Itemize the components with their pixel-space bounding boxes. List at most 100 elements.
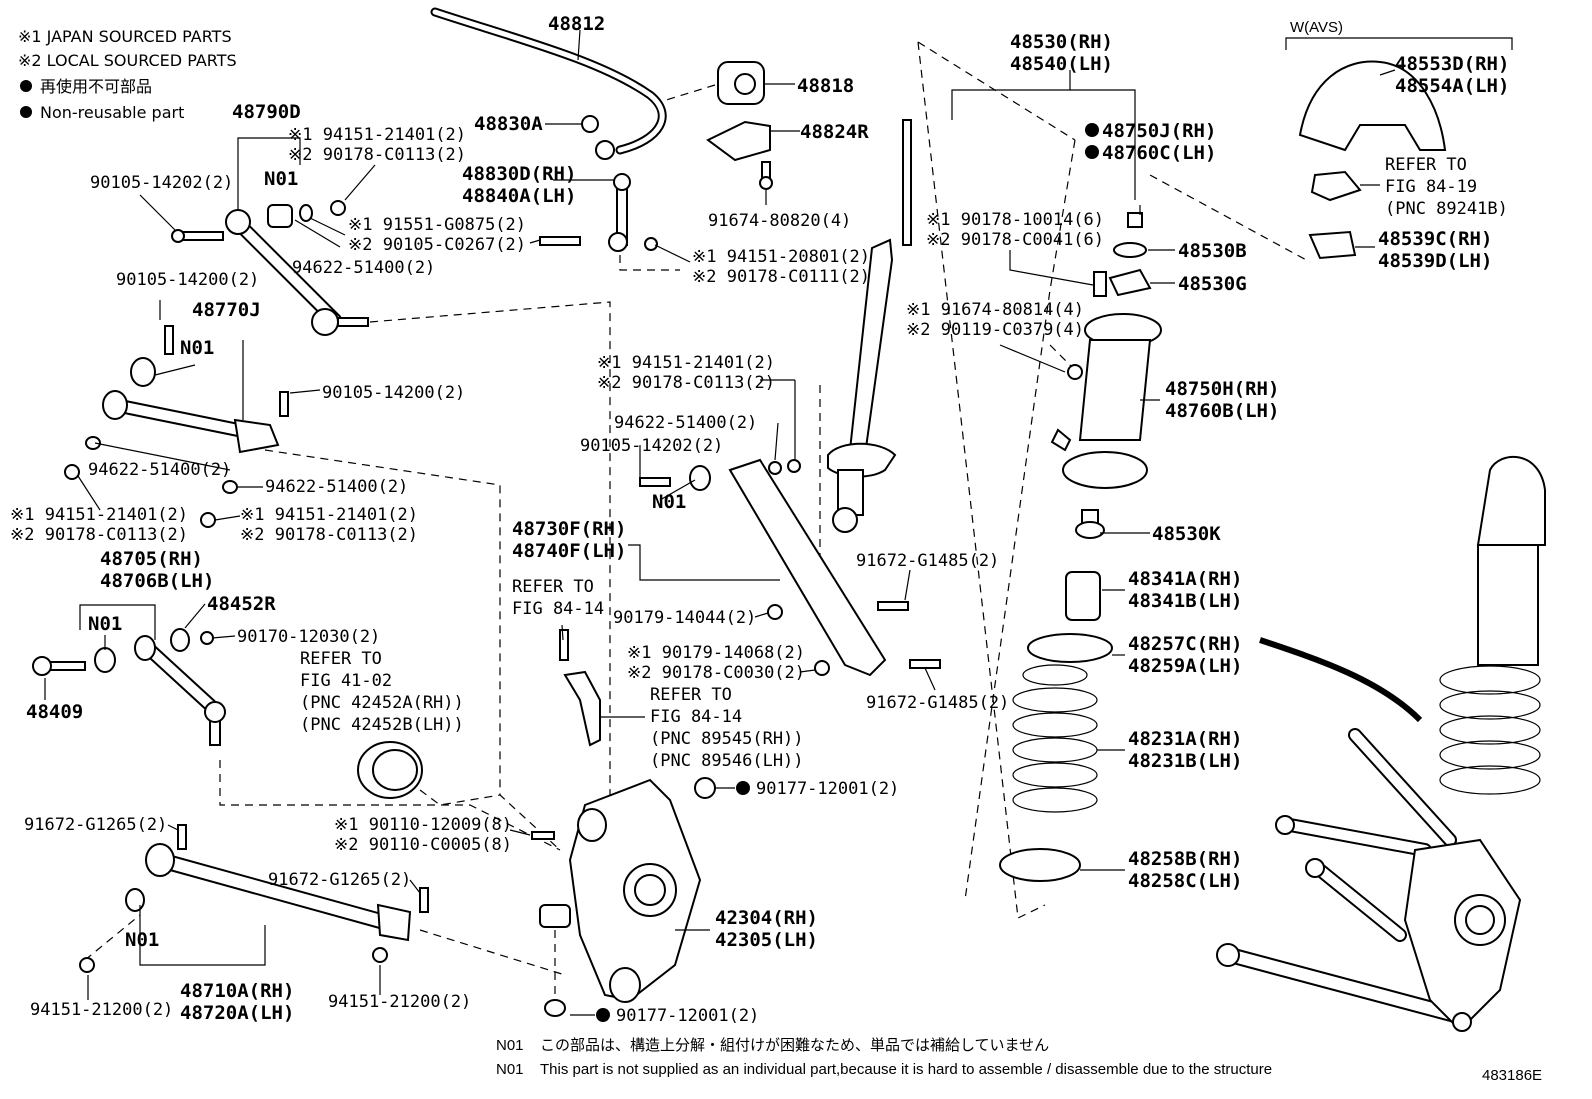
upper-arm-48790d xyxy=(171,200,369,336)
assembly-lines xyxy=(84,41,1311,1005)
label-48530: 48530(RH) xyxy=(1010,31,1113,53)
label-48341a: 48341A(RH) xyxy=(1128,568,1242,590)
label-48720a: 48720A(LH) xyxy=(180,1002,294,1024)
bullet-icon xyxy=(20,106,32,118)
label-refer-84c-line3: (PNC 89241B) xyxy=(1385,199,1508,219)
label-94622-51400-b: 94622-51400(2) xyxy=(88,460,231,480)
label-48710a: 48710A(RH) xyxy=(180,980,294,1002)
label-48540: 48540(LH) xyxy=(1010,53,1113,75)
label-94151-21200-a: 94151-21200(2) xyxy=(30,1000,173,1020)
label-48554a: 48554A(LH) xyxy=(1395,75,1509,97)
label-91672-g1265-b: 91672-G1265(2) xyxy=(268,870,411,890)
label-48530g: 48530G xyxy=(1178,273,1247,295)
nut-48830a xyxy=(581,115,599,133)
label-refer-41-line4: (PNC 42452B(LH)) xyxy=(300,715,464,735)
label-n01-e: N01 xyxy=(125,929,159,951)
label-48706b: 48706B(LH) xyxy=(100,570,214,592)
coil-spring xyxy=(999,633,1113,882)
avs-cover xyxy=(1298,60,1447,260)
non-reusable-bullet-icon xyxy=(736,781,750,795)
abs-sensor xyxy=(559,629,601,747)
label-refer-84b-line1: REFER TO xyxy=(650,685,732,705)
label-48231b: 48231B(LH) xyxy=(1128,750,1242,772)
legend-nonreuse-en: Non-reusable part xyxy=(40,103,184,122)
label-n01-d: N01 xyxy=(652,491,686,513)
label-48750h: 48750H(RH) xyxy=(1165,378,1279,400)
label-48840a: 48840A(LH) xyxy=(462,185,576,207)
label-91672-g1485-a: 91672-G1485(2) xyxy=(856,551,999,571)
label-91674-80820: 91674-80820(4) xyxy=(708,211,851,231)
label-90178-10014: ※1 90178-10014(6) xyxy=(926,210,1104,230)
label-48730f: 48730F(RH) xyxy=(512,518,626,540)
label-90179-14068: ※1 90179-14068(2) xyxy=(627,643,805,663)
label-refer-84a-line1: REFER TO xyxy=(512,577,594,597)
non-reusable-bullet-icon xyxy=(596,1008,610,1022)
label-90105-14202-b: 90105-14202(2) xyxy=(580,436,723,456)
label-48341b: 48341B(LH) xyxy=(1128,590,1242,612)
label-90177-12001-a: 90177-12001(2) xyxy=(756,779,899,799)
label-48760c: 48760C(LH) xyxy=(1102,142,1216,164)
bullet-icon xyxy=(20,80,32,92)
non-reusable-bullet-icon xyxy=(1085,123,1099,137)
label-94151-21401-c: ※1 94151-21401(2) xyxy=(240,505,418,525)
label-48830a: 48830A xyxy=(474,113,543,135)
strut-mount xyxy=(1050,212,1162,489)
label-42305: 42305(LH) xyxy=(715,929,818,951)
label-refer-41-line2: FIG 41-02 xyxy=(300,671,392,691)
label-91672-g1485-b: 91672-G1485(2) xyxy=(866,693,1009,713)
label-n01-a: N01 xyxy=(264,168,298,190)
label-90105-14200-b: 90105-14200(2) xyxy=(322,383,465,403)
label-90178-c0113-a: ※2 90178-C0113(2) xyxy=(288,145,466,165)
label-90105-c0267: ※2 90105-C0267(2) xyxy=(348,235,526,255)
label-48818: 48818 xyxy=(797,75,854,97)
label-42304: 42304(RH) xyxy=(715,907,818,929)
legend: ※1 JAPAN SOURCED PARTS ※2 LOCAL SOURCED … xyxy=(18,27,237,122)
label-48705: 48705(RH) xyxy=(100,548,203,570)
label-refer-84c-line1: REFER TO xyxy=(1385,155,1467,175)
label-94151-21200-b: 94151-21200(2) xyxy=(328,992,471,1012)
label-91674-80814: ※1 91674-80814(4) xyxy=(906,300,1084,320)
label-90110-c0005: ※2 90110-C0005(8) xyxy=(334,835,512,855)
label-90178-c0041: ※2 90178-C0041(6) xyxy=(926,230,1104,250)
note-n01-tag-en: N01 xyxy=(496,1061,524,1078)
label-94151-21401-d: ※1 94151-21401(2) xyxy=(597,353,775,373)
label-94622-51400-a: 94622-51400(2) xyxy=(292,258,435,278)
legend-japan: ※1 JAPAN SOURCED PARTS xyxy=(18,27,232,46)
label-48231a: 48231A(RH) xyxy=(1128,728,1242,750)
label-48530k: 48530K xyxy=(1152,523,1221,545)
note-n01-en: This part is not supplied as an individu… xyxy=(540,1061,1272,1078)
label-refer-84b-line4: (PNC 89546(LH)) xyxy=(650,751,804,771)
label-94622-51400-d: 94622-51400(2) xyxy=(614,413,757,433)
label-90119-c0379: ※2 90119-C0379(4) xyxy=(906,320,1084,340)
stabilizer-bar xyxy=(430,7,667,160)
label-48259a: 48259A(LH) xyxy=(1128,655,1242,677)
label-refer-41-line3: (PNC 42452A(RH)) xyxy=(300,693,464,713)
label-48740f: 48740F(LH) xyxy=(512,540,626,562)
part-labels: 48812 48818 48830A 48824R 48830D(RH) 488… xyxy=(10,13,1509,1026)
label-48258b: 48258B(RH) xyxy=(1128,848,1242,870)
label-94622-51400-c: 94622-51400(2) xyxy=(265,477,408,497)
bump-stop xyxy=(1065,509,1105,621)
label-48539d: 48539D(LH) xyxy=(1378,250,1492,272)
label-48258c: 48258C(LH) xyxy=(1128,870,1242,892)
label-90178-c0030: ※2 90178-C0030(2) xyxy=(627,663,805,683)
label-refer-84a-line2: FIG 84-14 xyxy=(512,599,604,619)
label-n01-c: N01 xyxy=(88,613,122,635)
label-90178-c0111: ※2 90178-C0111(2) xyxy=(692,267,870,287)
label-48812: 48812 xyxy=(548,13,605,35)
label-48539c: 48539C(RH) xyxy=(1378,228,1492,250)
label-avs: W(AVS) xyxy=(1290,19,1343,36)
note-n01-jp: この部品は、構造上分解・組付けが困難なため、単品では補給していません xyxy=(540,1037,1049,1054)
assembled-view xyxy=(1216,456,1546,1032)
leader-lines xyxy=(44,29,1513,1016)
note-n01-tag-jp: N01 xyxy=(496,1037,524,1054)
label-94151-21401-b: ※1 94151-21401(2) xyxy=(10,505,188,525)
label-refer-84b-line2: FIG 84-14 xyxy=(650,707,742,727)
label-48790d: 48790D xyxy=(232,101,301,123)
legend-nonreuse-jp: 再使用不可部品 xyxy=(40,77,152,96)
label-90178-c0113-d: ※2 90178-C0113(2) xyxy=(597,373,775,393)
label-48530b: 48530B xyxy=(1178,240,1247,262)
label-90178-c0113-c: ※2 90178-C0113(2) xyxy=(240,525,418,545)
